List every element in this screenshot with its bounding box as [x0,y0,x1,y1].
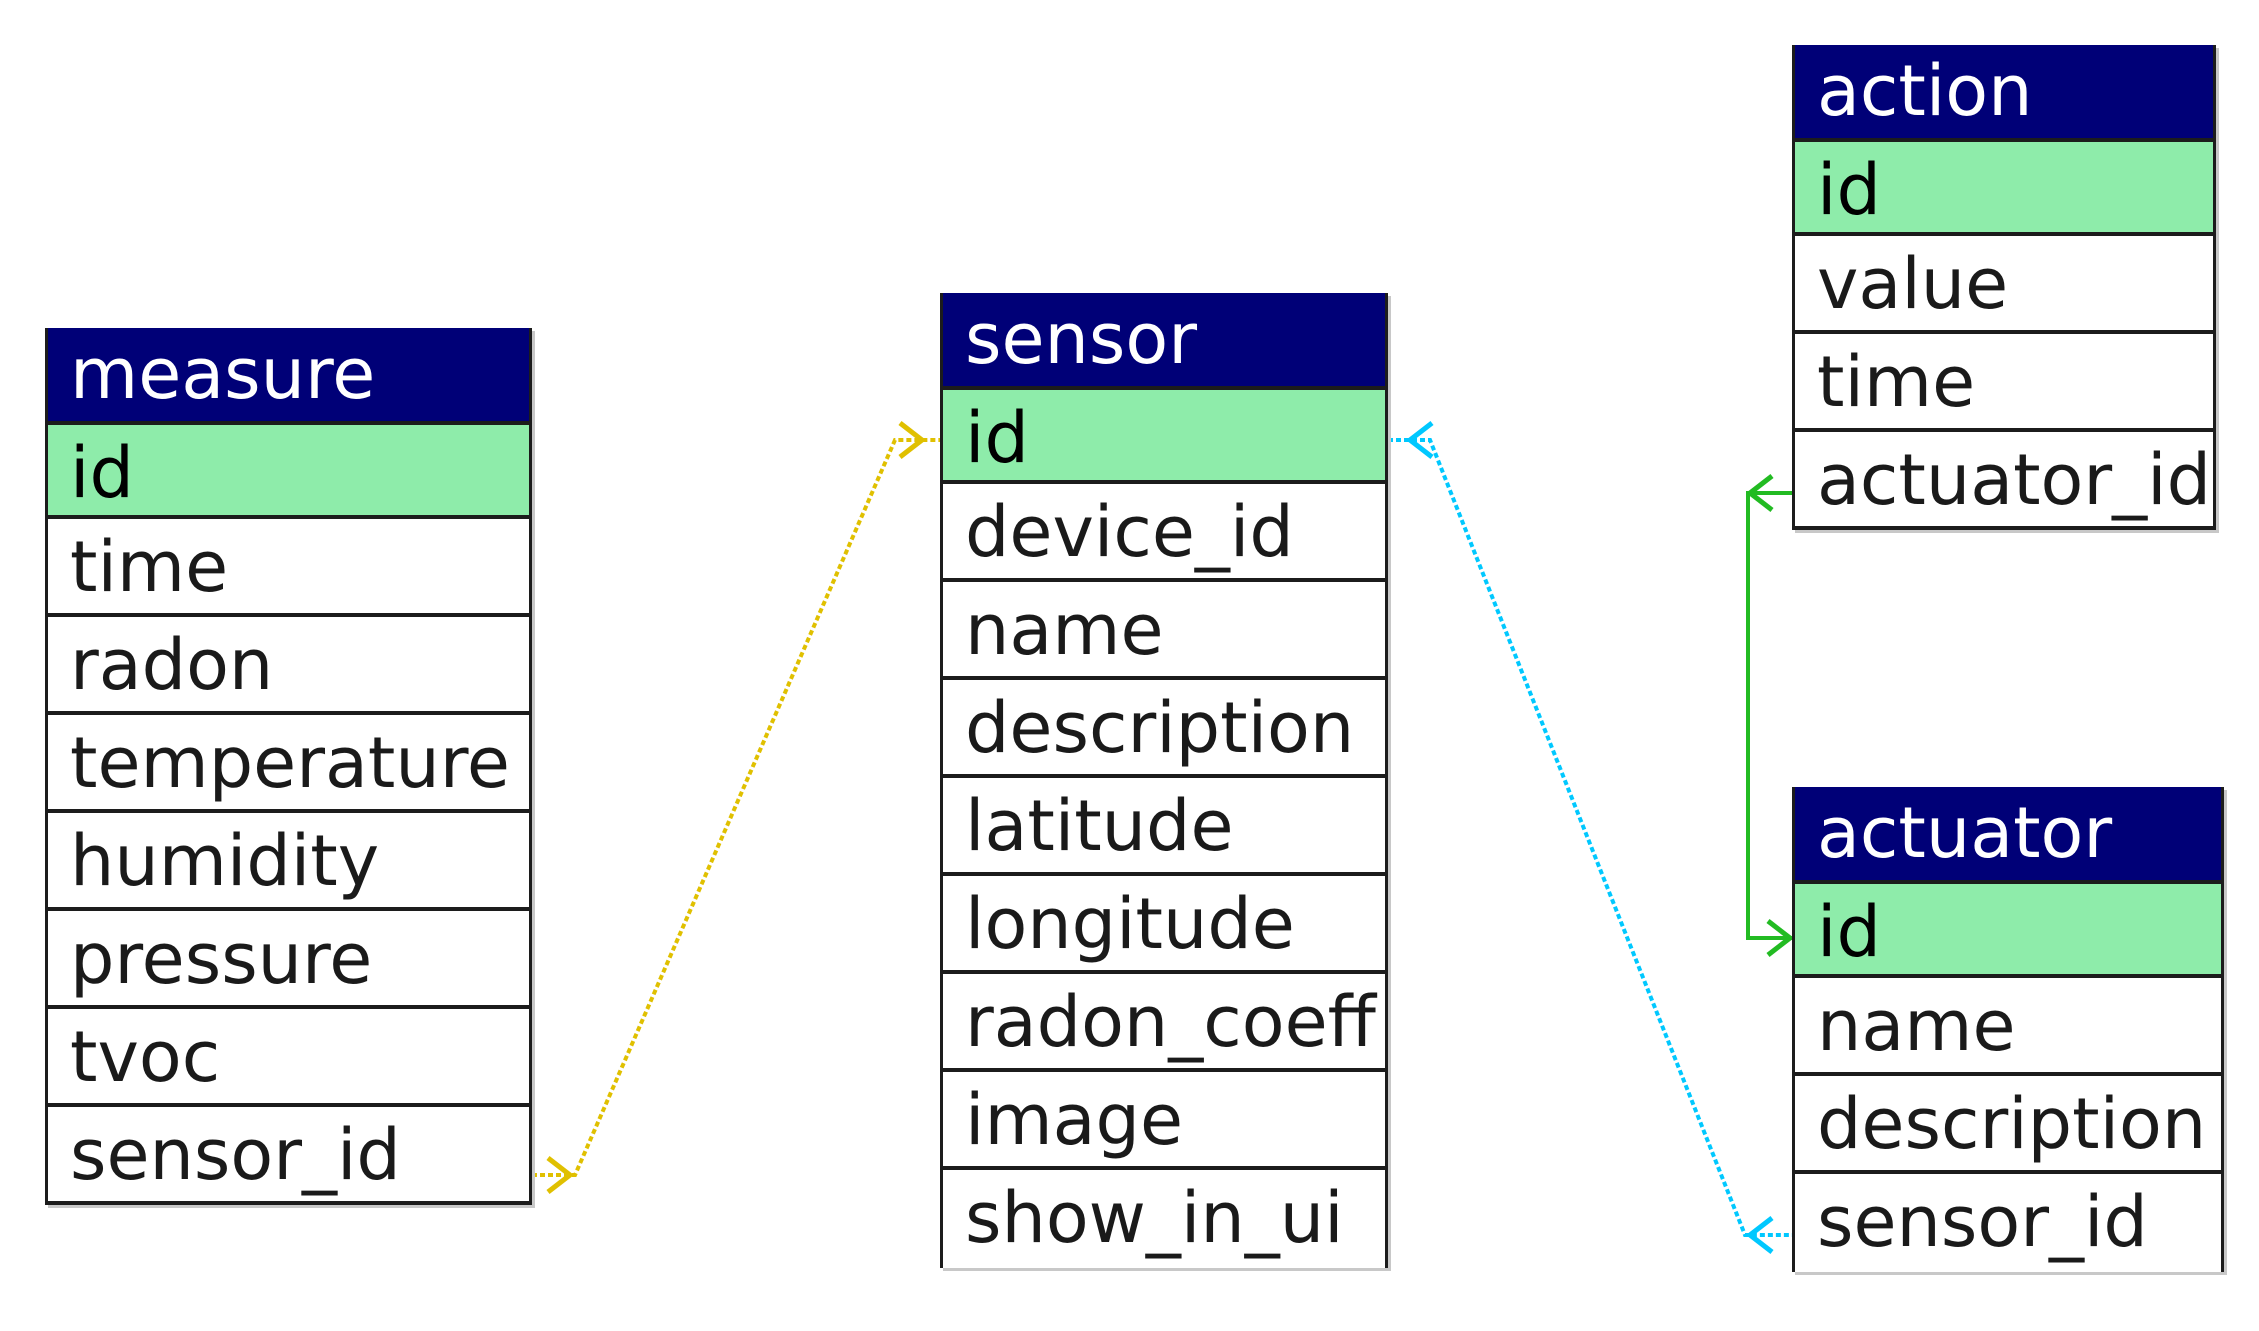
field-actuator-description[interactable]: description [1792,1076,2224,1174]
relation-measure-sensor-arrow-end [898,421,927,459]
table-actuator-title[interactable]: actuator [1792,787,2224,880]
field-sensor-name[interactable]: name [940,582,1388,680]
table-measure[interactable]: measure id time radon temperature humidi… [45,328,532,1205]
relation-measure-sensor-arrow-start [546,1156,575,1194]
relation-actuator-sensor-arrow-end [1745,1216,1774,1254]
field-action-id[interactable]: id [1792,138,2216,236]
field-actuator-sensor-id[interactable]: sensor_id [1792,1174,2224,1272]
relation-actuator-sensor-arrow-start [1405,421,1434,459]
relation-action-actuator-arrow-end [1766,919,1795,957]
field-actuator-name[interactable]: name [1792,978,2224,1076]
field-action-actuator-id[interactable]: actuator_id [1792,432,2216,530]
relation-action-actuator-arrow-start [1745,474,1774,512]
field-sensor-id[interactable]: id [940,386,1388,484]
field-sensor-device-id[interactable]: device_id [940,484,1388,582]
relation-action-actuator [1746,491,1792,940]
relation-actuator-sensor [1388,438,1792,1237]
table-sensor[interactable]: sensor id device_id name description lat… [940,293,1388,1268]
field-sensor-latitude[interactable]: latitude [940,778,1388,876]
field-measure-id[interactable]: id [45,421,532,519]
field-sensor-image[interactable]: image [940,1072,1388,1170]
field-measure-tvoc[interactable]: tvoc [45,1009,532,1107]
field-sensor-radon-coeff[interactable]: radon_coeff [940,974,1388,1072]
table-actuator[interactable]: actuator id name description sensor_id [1792,787,2224,1272]
field-action-value[interactable]: value [1792,236,2216,334]
relation-measure-sensor [532,438,940,1177]
field-action-time[interactable]: time [1792,334,2216,432]
field-measure-time[interactable]: time [45,519,532,617]
table-measure-title[interactable]: measure [45,328,532,421]
field-sensor-show-in-ui[interactable]: show_in_ui [940,1170,1388,1268]
field-measure-pressure[interactable]: pressure [45,911,532,1009]
field-sensor-description[interactable]: description [940,680,1388,778]
field-sensor-longitude[interactable]: longitude [940,876,1388,974]
field-measure-humidity[interactable]: humidity [45,813,532,911]
field-measure-sensor-id[interactable]: sensor_id [45,1107,532,1205]
field-measure-radon[interactable]: radon [45,617,532,715]
table-sensor-title[interactable]: sensor [940,293,1388,386]
table-action-title[interactable]: action [1792,45,2216,138]
field-actuator-id[interactable]: id [1792,880,2224,978]
field-measure-temperature[interactable]: temperature [45,715,532,813]
table-action[interactable]: action id value time actuator_id [1792,45,2216,530]
